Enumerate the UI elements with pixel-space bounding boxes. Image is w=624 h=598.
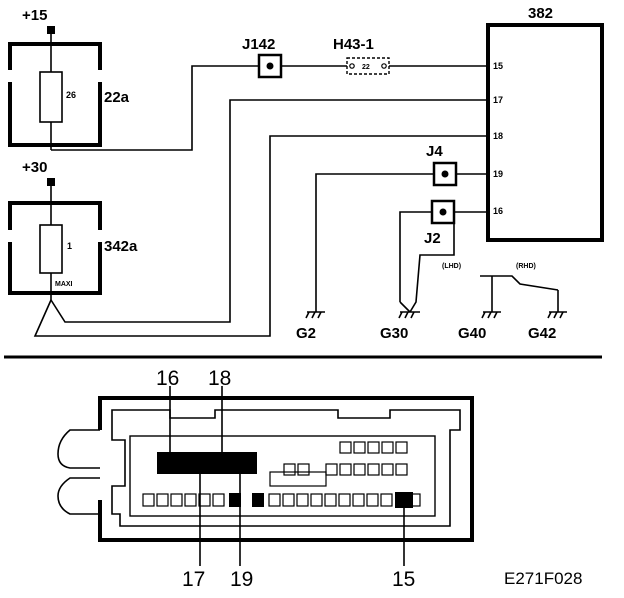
ground-g42-symbol — [547, 311, 567, 319]
junction-j142: J142 — [242, 36, 283, 79]
connector-h43-pin: 22 — [362, 64, 370, 71]
module-pin-15: 15 — [493, 61, 503, 71]
junction-j4-label: J4 — [426, 143, 443, 160]
junction-j4: J4 — [426, 143, 458, 187]
ground-g2-label: G2 — [296, 325, 316, 342]
wire-j2-to-g30 — [399, 211, 432, 302]
terminal-15-marker — [47, 26, 55, 34]
fuse-22a-label: 22a — [104, 89, 130, 106]
pin-callout-15: 15 — [392, 568, 415, 591]
connector-face-view — [57, 396, 474, 542]
junction-j142-label: J142 — [242, 36, 275, 53]
pin-block-16-18 — [157, 452, 257, 474]
fuse-342a-rating: 1 — [67, 241, 72, 251]
figure-code: E271F028 — [504, 569, 582, 588]
fuse-22a-rating: 26 — [66, 90, 76, 100]
ground-g40-symbol — [481, 311, 501, 319]
pin-cavity-filled — [252, 493, 264, 507]
pin-callout-18: 18 — [208, 367, 231, 390]
ground-g42-label: G42 — [528, 325, 556, 342]
wire-variant-to-g30 — [409, 212, 455, 313]
pin-callout-17: 17 — [182, 568, 205, 591]
pin-leader-lines — [169, 386, 405, 566]
fuse-342a-label: 342a — [104, 238, 138, 255]
module-382-label: 382 — [528, 5, 553, 22]
module-382: 382 15 17 18 19 16 — [486, 5, 604, 242]
pin-callout-19: 19 — [230, 568, 253, 591]
module-pin-19: 19 — [493, 169, 503, 179]
variant-lhd-label: (LHD) — [442, 263, 461, 270]
pin-19-cavity — [229, 493, 241, 507]
cavity-row-bottom — [142, 493, 421, 507]
ground-g2-symbol — [305, 311, 325, 319]
wire-22a-to-j142 — [51, 65, 268, 151]
ground-g40-label: G40 — [458, 325, 486, 342]
variant-rhd-label: (RHD) — [516, 263, 536, 270]
module-pin-16: 16 — [493, 206, 503, 216]
ground-g30-label: G30 — [380, 325, 408, 342]
module-pin-18: 18 — [493, 131, 503, 141]
ground-g30-symbol — [398, 311, 420, 319]
junction-j2: J2 — [424, 199, 456, 247]
junction-j2-label: J2 — [424, 230, 441, 247]
fuse-22a: 26 22a — [8, 42, 130, 147]
fuse-342a-note: MAXI — [55, 281, 73, 288]
wire-j4-to-g2 — [315, 173, 434, 312]
pin-15-cavity — [395, 492, 413, 508]
wire-variant-branch — [480, 275, 559, 291]
wire-342a-to-pin-17 — [50, 99, 488, 323]
wire-342a-to-pin-18 — [33, 135, 488, 337]
connector-h43-label: H43-1 — [333, 36, 374, 53]
terminal-15-label: +15 — [22, 7, 47, 24]
fuse-342a: 1 MAXI 342a — [8, 201, 138, 295]
terminal-30-label: +30 — [22, 159, 47, 176]
cavity-row-top — [269, 441, 408, 487]
pin-callout-16: 16 — [156, 367, 179, 390]
module-pin-17: 17 — [493, 95, 503, 105]
connector-h43-1: 22 H43-1 — [333, 36, 390, 75]
terminal-30-marker — [47, 178, 55, 186]
